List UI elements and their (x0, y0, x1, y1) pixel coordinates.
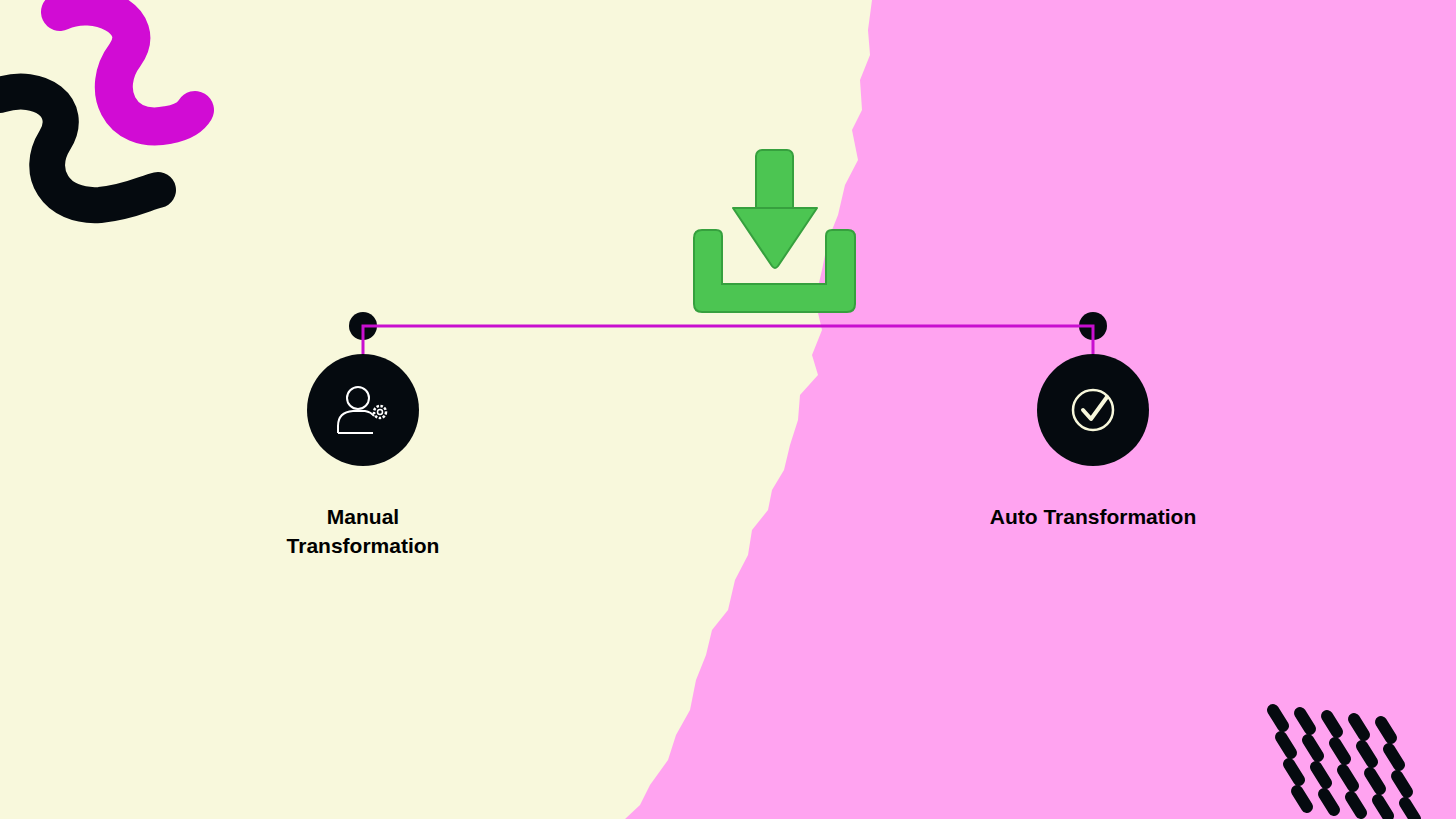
dash (1405, 803, 1415, 819)
dash (1335, 743, 1345, 759)
dash (1343, 770, 1353, 786)
dash (1370, 773, 1380, 789)
download-icon (694, 150, 855, 312)
step-node: Manual Transformation (268, 354, 458, 560)
dash (1327, 716, 1337, 732)
step-node: Auto Transformation (953, 354, 1233, 531)
icon-disc (307, 354, 419, 466)
dash (1297, 791, 1307, 807)
dash (1316, 767, 1326, 783)
dash-pattern (1273, 710, 1415, 819)
step-label: Auto Transformation (986, 502, 1201, 531)
dash (1362, 746, 1372, 762)
dash (1308, 740, 1318, 756)
dash (1300, 713, 1310, 729)
icon-disc (1037, 354, 1149, 466)
step-label: Manual Transformation (268, 502, 458, 560)
dash (1273, 710, 1283, 726)
dash (1281, 737, 1291, 753)
dash (1378, 800, 1388, 816)
dash (1324, 794, 1334, 810)
connector-line (363, 326, 1093, 354)
check-icon (1037, 354, 1149, 466)
dash (1351, 797, 1361, 813)
dash (1397, 776, 1407, 792)
magenta-squiggle (60, 7, 195, 127)
dash (1289, 764, 1299, 780)
cream-torn-paper (0, 0, 872, 819)
dash (1381, 722, 1391, 738)
dash (1389, 749, 1399, 765)
person-icon (307, 354, 419, 466)
dash (1354, 719, 1364, 735)
